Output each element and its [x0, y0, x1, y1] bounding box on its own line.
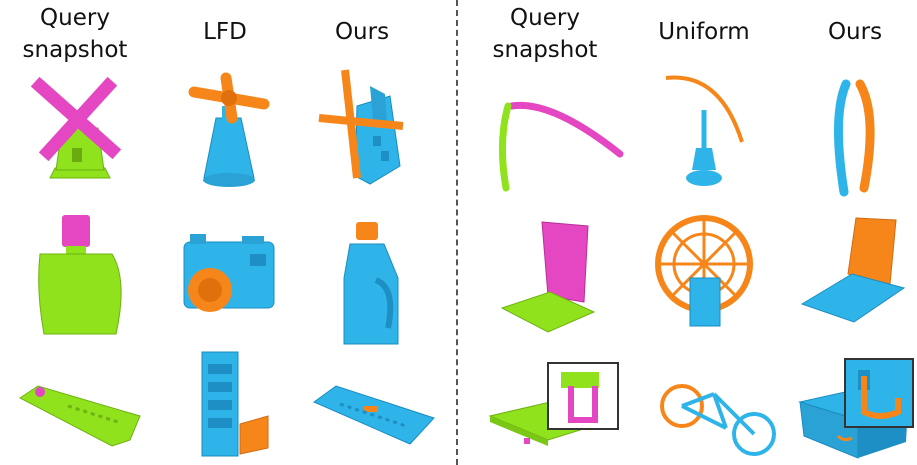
- ours-result-bottle: [343, 222, 399, 345]
- query-inset-zoom: [547, 362, 619, 430]
- lfd-result-bookcase: [201, 351, 269, 457]
- lfd-result-camera: [183, 234, 275, 312]
- uniform-result-bicycle: [660, 384, 776, 456]
- header-right-ours: Ours: [827, 19, 883, 45]
- uniform-result-lamp: [665, 75, 744, 186]
- header-left-ours: Ours: [334, 19, 390, 45]
- ours-result-windmill: [318, 69, 404, 185]
- header-left-lfd: LFD: [203, 19, 247, 45]
- header-right-uniform: Uniform: [658, 19, 750, 45]
- uniform-result-waterwheel: [655, 215, 753, 327]
- ours-result-tongs: [833, 79, 875, 197]
- query-remote: [19, 385, 141, 447]
- ours-inset-zoom: [844, 358, 914, 428]
- ours-result-remote: [313, 385, 435, 445]
- query-perfume-bottle: [38, 215, 122, 335]
- query-tongs: [498, 101, 624, 192]
- query-flip-phone: [500, 221, 596, 333]
- ours-result-flip-phone: [800, 217, 906, 323]
- panel-divider: [456, 0, 458, 465]
- lfd-result-bell: [188, 72, 270, 187]
- query-windmill: [30, 76, 122, 179]
